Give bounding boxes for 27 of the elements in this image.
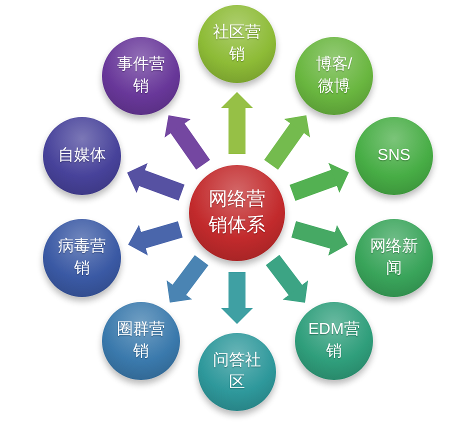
hub-circle [189, 165, 285, 261]
topic-circle [43, 219, 121, 297]
topic-circle [43, 117, 121, 195]
topic-circle [198, 333, 276, 411]
topic-circle [355, 117, 433, 195]
topic-circle [355, 219, 433, 297]
circle-label: 社区营销 [212, 22, 262, 65]
block-arrow [291, 221, 350, 256]
circle-label: SNS [376, 146, 412, 166]
circle-label: 圈群营销 [116, 320, 166, 362]
circle-label: 博客/微博 [314, 54, 354, 97]
circle-label: 网络营销体系 [208, 188, 266, 238]
circle-label: 问答社区 [212, 350, 262, 393]
block-arrow [221, 92, 253, 154]
circle-label: EDM营销 [307, 320, 361, 362]
block-arrow [126, 221, 183, 256]
circle-label: 事件营销 [116, 54, 166, 97]
topic-circle [102, 37, 180, 115]
block-arrow [124, 163, 185, 201]
topic-circle [198, 5, 276, 83]
circle-label: 自媒体 [57, 146, 107, 166]
circle-label: 病毒营销 [57, 236, 107, 279]
topic-circle [295, 302, 373, 380]
topic-circle [102, 302, 180, 380]
block-arrow [221, 272, 253, 324]
circle-label: 网络新闻 [369, 236, 419, 279]
topic-circle [295, 37, 373, 115]
